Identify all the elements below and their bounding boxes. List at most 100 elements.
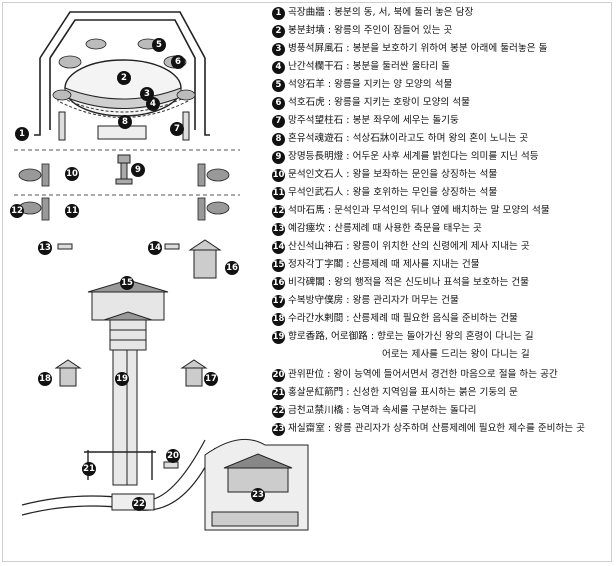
legend-number-badge: 14 <box>272 240 285 254</box>
small-ritual-stones <box>57 243 180 250</box>
legend-number-badge: 17 <box>272 294 285 308</box>
legend-text: 곡장曲牆 : 봉분의 동, 서, 북에 둘러 놓은 담장 <box>288 7 474 18</box>
legend-number-badge: 12 <box>272 204 285 218</box>
legend-text: 정자각丁字閣 : 산릉제례 때 제사를 지내는 건물 <box>288 259 480 270</box>
curved-wall <box>34 11 210 136</box>
legend-text: 봉분封墳 : 왕릉의 주인이 잠들어 있는 곳 <box>288 25 453 36</box>
marker-18: 18 <box>38 372 52 386</box>
legend-number-badge: 8 <box>272 132 285 146</box>
stele-pavilion <box>188 239 222 279</box>
preparation-hall <box>204 438 309 531</box>
legend-number-badge: 6 <box>272 96 285 110</box>
marker-5: 5 <box>152 38 166 52</box>
stone-lantern <box>115 154 133 185</box>
legend-text: 수복방守僕房 : 왕릉 관리자가 머무는 건물 <box>288 295 459 306</box>
legend-text: 관위판位 : 왕이 능역에 들어서면서 경건한 마음으로 절을 하는 공간 <box>288 369 558 380</box>
legend-text: 금천교禁川橋 : 능역과 속세를 구분하는 돌다리 <box>288 405 477 416</box>
legend-text: 향로香路, 어로御路 : 향로는 돌아가신 왕의 혼령이 다니는 길 <box>288 331 534 342</box>
marker-9: 9 <box>131 163 145 177</box>
spirit-and-king-path <box>112 349 138 486</box>
legend-number-badge: 1 <box>272 6 285 20</box>
legend-text: 석호石虎 : 왕릉을 지키는 호랑이 모양의 석물 <box>288 97 470 108</box>
legend-number-badge: 19 <box>272 330 285 344</box>
marker-6: 6 <box>171 55 185 69</box>
legend-text: 재실齋室 : 왕릉 관리자가 상주하며 산릉제례에 필요한 제수를 준비하는 곳 <box>288 423 586 434</box>
marker-21: 21 <box>82 462 96 476</box>
marker-2: 2 <box>117 71 131 85</box>
legend-text: 장명등長明燈 : 어두운 사후 세계를 밝힌다는 의미를 지닌 석등 <box>288 151 539 162</box>
legend-text: 망주석望柱石 : 봉분 좌우에 세우는 돌기둥 <box>288 115 459 126</box>
marker-16: 16 <box>225 261 239 275</box>
legend-continuation: 어로는 제사를 드리는 왕이 다니는 길 <box>382 349 530 360</box>
legend-number-badge: 13 <box>272 222 285 236</box>
legend-number-badge: 3 <box>272 42 285 56</box>
marker-7: 7 <box>170 122 184 136</box>
legend-number-badge: 21 <box>272 386 285 400</box>
marker-8: 8 <box>118 115 132 129</box>
marker-20: 20 <box>166 449 180 463</box>
marker-1: 1 <box>15 127 29 141</box>
legend-number-badge: 10 <box>272 168 285 182</box>
legend-number-badge: 7 <box>272 114 285 128</box>
legend-text: 석마石馬 : 문석인과 무석인의 뒤나 옆에 배치하는 말 모양의 석물 <box>288 205 550 216</box>
marker-19: 19 <box>115 372 129 386</box>
marker-15: 15 <box>120 276 134 290</box>
marker-14: 14 <box>148 241 162 255</box>
legend-text: 병풍석屛風石 : 봉분을 보호하기 위하여 봉분 아래에 둘러놓은 돌 <box>288 43 548 54</box>
legend-text: 수라간水剌間 : 산릉제례 때 필요한 음식을 준비하는 건물 <box>288 313 518 324</box>
legend-text: 혼유석魂遊石 : 석상石牀이라고도 하며 왕의 혼이 노니는 곳 <box>288 133 529 144</box>
legend-number-badge: 23 <box>272 422 285 436</box>
marker-10: 10 <box>65 167 79 181</box>
marker-4: 4 <box>146 97 160 111</box>
side-buildings <box>54 359 208 387</box>
legend-number-badge: 5 <box>272 78 285 92</box>
legend-text: 비각碑閣 : 왕의 행적을 적은 신도비나 표석을 보호하는 건물 <box>288 277 529 288</box>
legend-number-badge: 15 <box>272 258 285 272</box>
legend-number-badge: 9 <box>272 150 285 164</box>
marker-23: 23 <box>251 488 265 502</box>
legend-number-badge: 2 <box>272 24 285 38</box>
marker-17: 17 <box>204 372 218 386</box>
legend-number-badge: 16 <box>272 276 285 290</box>
legend-number-badge: 20 <box>272 368 285 382</box>
legend-text: 홍살문紅箭門 : 신성한 지역임을 표시하는 붉은 기둥의 문 <box>288 387 518 398</box>
legend-text: 예감瘞坎 : 산릉제례 때 사용한 축문을 태우는 곳 <box>288 223 482 234</box>
t-shaped-shrine <box>87 279 169 351</box>
legend-number-badge: 11 <box>272 186 285 200</box>
legend-number-badge: 22 <box>272 404 285 418</box>
legend-number-badge: 18 <box>272 312 285 326</box>
burial-mound <box>57 59 189 118</box>
terrace-lines <box>14 149 240 196</box>
marker-22: 22 <box>132 497 146 511</box>
legend-number-badge: 4 <box>272 60 285 74</box>
legend-text: 산신석山神石 : 왕릉이 위치한 산의 신령에게 제사 지내는 곳 <box>288 241 530 252</box>
legend-text: 난간석欄干石 : 봉분을 둘러싼 울타리 돌 <box>288 61 451 72</box>
marker-11: 11 <box>65 204 79 218</box>
marker-13: 13 <box>38 241 52 255</box>
legend-text: 문석인文石人 : 왕을 보좌하는 문인을 상징하는 석물 <box>288 169 498 180</box>
legend-text: 석양石羊 : 왕릉을 지키는 양 모양의 석물 <box>288 79 453 90</box>
